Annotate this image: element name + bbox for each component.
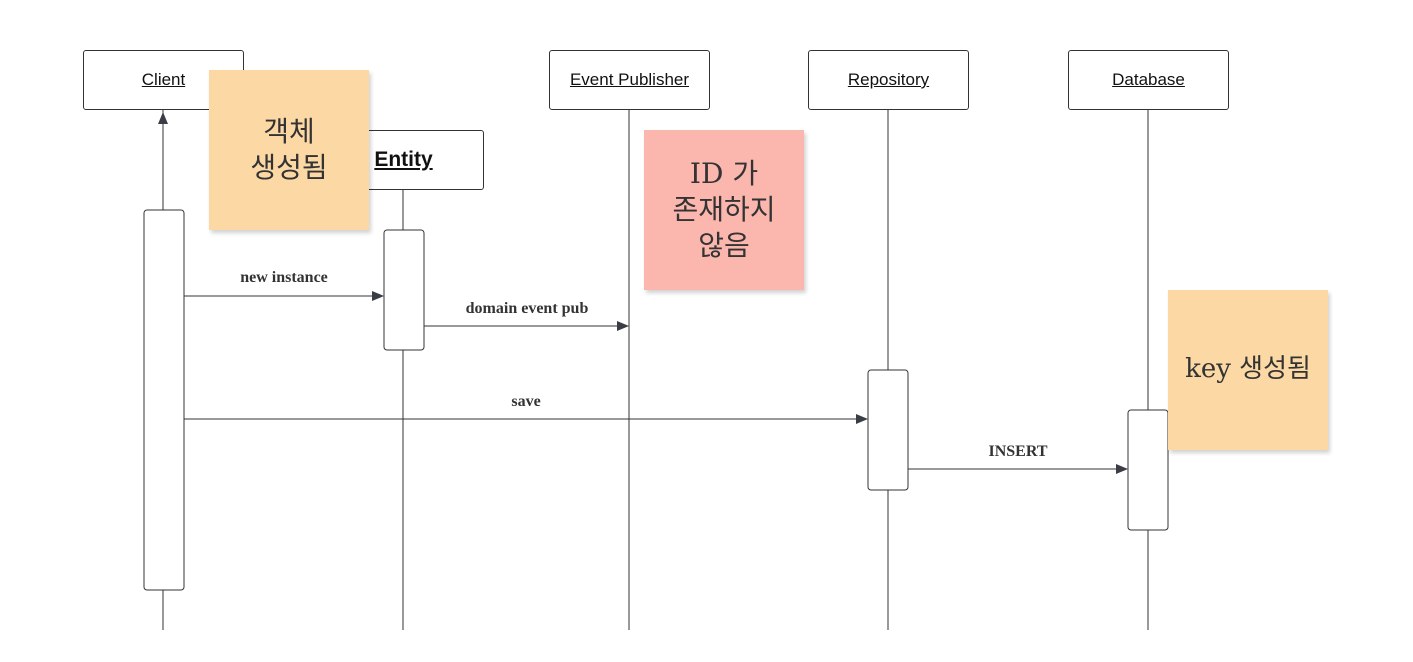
client-label: Client	[141, 70, 186, 89]
id-not-exist-note-text: ID 가 존재하지 않음	[672, 157, 776, 262]
id-not-exist-note: ID 가 존재하지 않음	[644, 130, 804, 290]
client-activation	[143, 209, 185, 591]
insert-label: INSERT	[988, 443, 1048, 460]
entity-activation	[383, 229, 425, 351]
repository-activation	[867, 369, 909, 491]
domain-event-pub-label: domain event pub	[465, 300, 589, 317]
database-participant: Database	[1068, 50, 1229, 110]
database-label: Database	[1112, 70, 1185, 89]
save-label: save	[511, 393, 541, 410]
key-created-note: key 생성됨	[1168, 290, 1328, 450]
key-created-note-text: key 생성됨	[1185, 354, 1311, 385]
database-activation	[1127, 409, 1169, 531]
event-publisher-label: Event Publisher	[569, 70, 690, 89]
object-created-note-text: 객체 생성됨	[250, 115, 328, 184]
event-publisher-participant: Event Publisher	[549, 50, 710, 110]
new-instance-label: new instance	[240, 269, 328, 286]
repository-label: Repository	[847, 70, 930, 89]
entity-label: Entity	[374, 148, 433, 171]
object-created-note: 객체 생성됨	[209, 70, 369, 230]
repository-participant: Repository	[808, 50, 969, 110]
